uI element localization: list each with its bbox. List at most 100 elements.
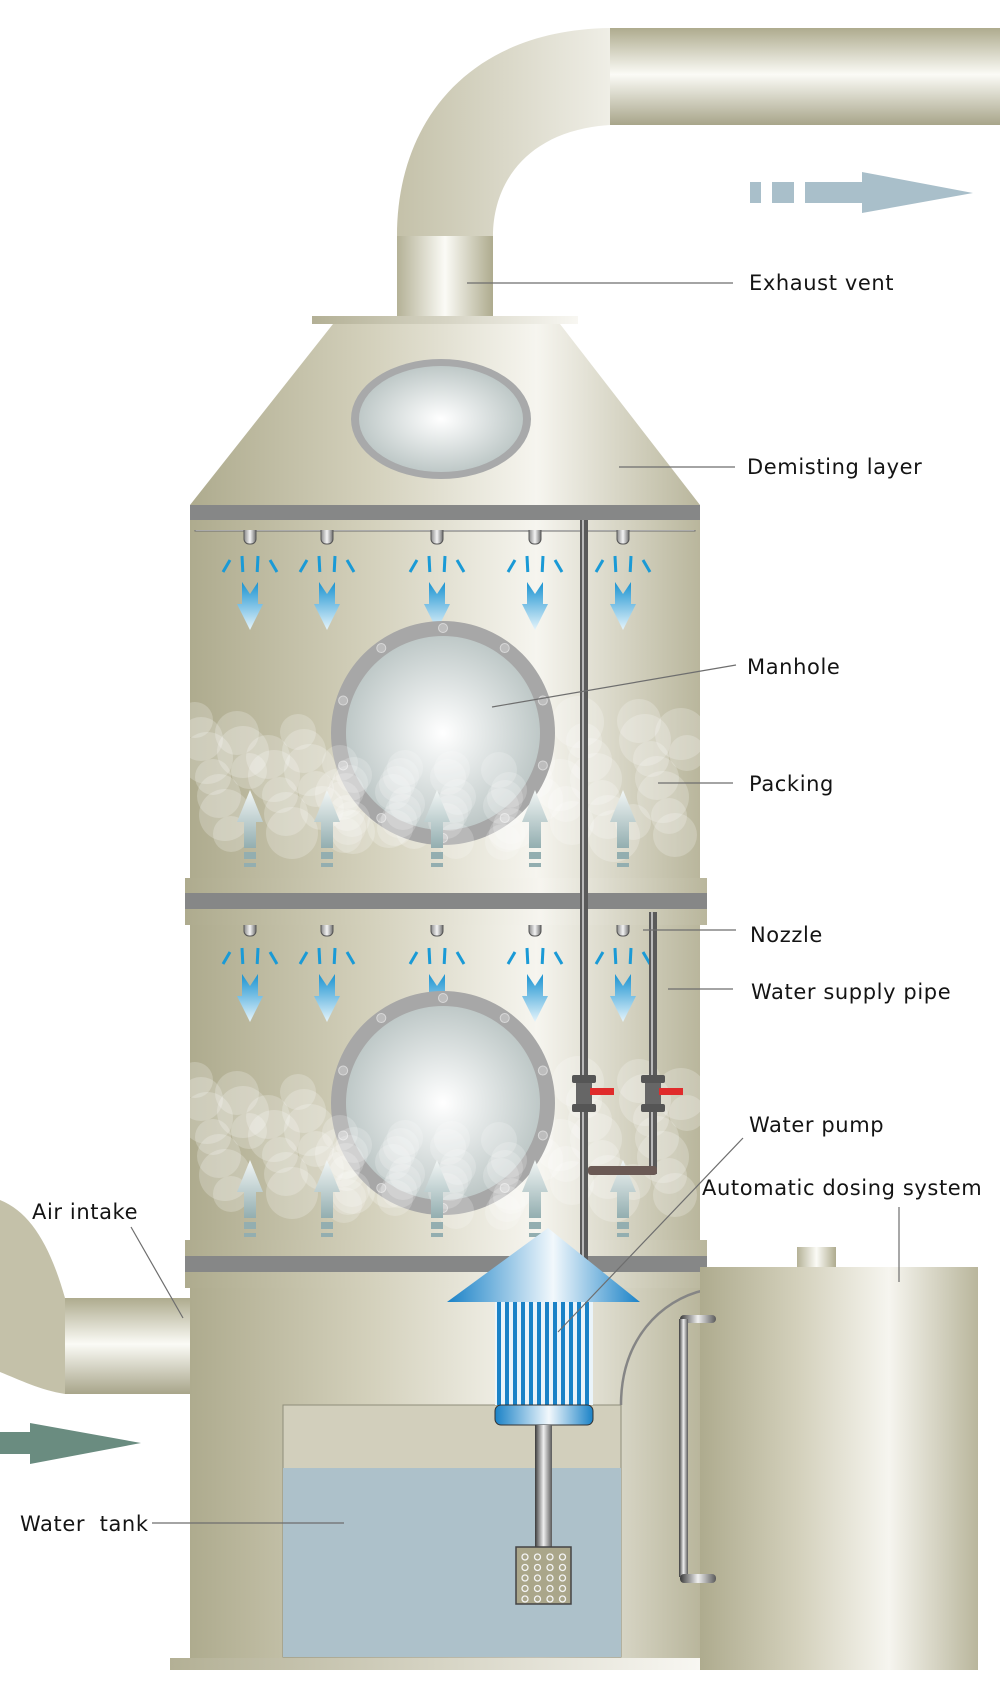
arrow-up-icon [522, 790, 548, 848]
pump-fin [545, 1302, 549, 1405]
strainer-hole [546, 1553, 554, 1561]
packing-bubble [326, 1187, 362, 1223]
water-supply-pipe [580, 520, 657, 1260]
packing-bubble [381, 1172, 417, 1208]
spray-line [221, 951, 232, 965]
packing-bubble [322, 1115, 358, 1151]
exhaust-duct [397, 28, 1000, 316]
strainer-hole [533, 1553, 542, 1561]
arrow-up-icon [610, 1160, 636, 1218]
leader-lines [130, 282, 900, 1524]
packing-bubble [197, 774, 241, 818]
spray-line [317, 947, 322, 965]
strainer-hole [546, 1595, 554, 1603]
packing-bubble [548, 1146, 584, 1182]
packing-bubble [248, 1110, 300, 1162]
packing-bubble [195, 759, 231, 795]
packing-bubble [669, 1095, 700, 1131]
nozzle-icon [616, 925, 630, 937]
spray-line [525, 555, 530, 573]
packing-bubble [379, 1136, 415, 1172]
air-dash [529, 1233, 541, 1237]
packing-bubble [483, 1158, 519, 1194]
label-air-intake: Air intake [32, 1200, 138, 1224]
manhole-glass [346, 636, 540, 830]
air-dash [617, 863, 629, 867]
bolt-icon [376, 812, 387, 823]
packing-bubble [568, 738, 612, 782]
spray-line [455, 559, 466, 573]
air-dash [321, 863, 333, 867]
bolt-icon [338, 1065, 349, 1076]
packing-bubble [334, 1171, 370, 1207]
packing-bubble [328, 1143, 364, 1179]
strainer-hole [558, 1595, 567, 1603]
arrow-down-icon [424, 582, 450, 630]
packing-bubble [389, 786, 425, 822]
spray-line [332, 555, 337, 573]
air-dash [529, 863, 541, 867]
packing-bubble [264, 1152, 308, 1196]
bolt-icon [537, 1065, 548, 1076]
packing-bubble [633, 741, 669, 777]
packing-bubble [246, 735, 290, 779]
packing-bubble [491, 772, 527, 808]
bolt-icon [438, 993, 448, 1003]
packing-bubble [637, 771, 689, 823]
strainer-hole [533, 1595, 542, 1603]
arrow-down-icon [314, 974, 340, 1022]
bolt-icon [338, 1130, 349, 1141]
packing-bubble [493, 1178, 529, 1214]
arrow-down-icon [522, 582, 548, 630]
bolt-icon [537, 760, 548, 771]
spray-line [540, 947, 545, 965]
valve-1[interactable] [572, 1075, 614, 1112]
packing-bubble [552, 696, 604, 748]
strainer-hole [558, 1584, 567, 1593]
strainer-hole [521, 1584, 529, 1593]
packing-bubble [199, 1149, 251, 1201]
spray-line [255, 555, 260, 573]
spray-line [641, 951, 652, 965]
arrow-up-icon [522, 1160, 548, 1218]
packing-bubble [584, 780, 620, 816]
valve-2[interactable] [641, 1075, 683, 1112]
packing-bubble [440, 1149, 476, 1185]
spray-line [455, 951, 466, 965]
label-automatic-dosing-system: Automatic dosing system [702, 1176, 982, 1200]
spray-line [628, 555, 633, 573]
strainer-hole [533, 1584, 542, 1593]
bolt-icon [499, 1182, 510, 1193]
packing-bubble [485, 1194, 521, 1230]
packing-bubble [215, 711, 259, 755]
pump-fin [529, 1302, 533, 1405]
nozzle-icon [528, 925, 542, 937]
pump-fin [505, 1302, 509, 1405]
packing-bubble [326, 817, 362, 853]
dashed-arrow-right-icon [750, 172, 973, 213]
packing-bubble [190, 1077, 223, 1121]
packing-bubble [487, 1150, 523, 1186]
exhaust-vent [397, 236, 493, 316]
packing-bubble [284, 744, 336, 796]
arrow-up-icon [424, 790, 450, 848]
label-water-tank: Water tank [20, 1512, 149, 1536]
arrow-down-icon [522, 974, 548, 1022]
strainer-hole [558, 1553, 567, 1561]
packing-bubble [190, 717, 223, 761]
pump-motor [495, 1302, 593, 1405]
packing-bubble [669, 735, 700, 771]
air-dash [529, 1222, 541, 1229]
nozzle-icon [243, 530, 257, 545]
packing-bubble [377, 1180, 413, 1216]
packing-bubble [481, 1122, 517, 1158]
spray-line [540, 555, 545, 573]
pump-fin [569, 1302, 573, 1405]
packing-bubble [190, 702, 213, 738]
packing-bubble [635, 756, 679, 800]
air-dash [244, 852, 256, 859]
packing-bubble [328, 773, 364, 809]
spray-line [525, 947, 530, 965]
arrow-up-icon [314, 790, 340, 848]
bolt-icon [376, 643, 387, 654]
